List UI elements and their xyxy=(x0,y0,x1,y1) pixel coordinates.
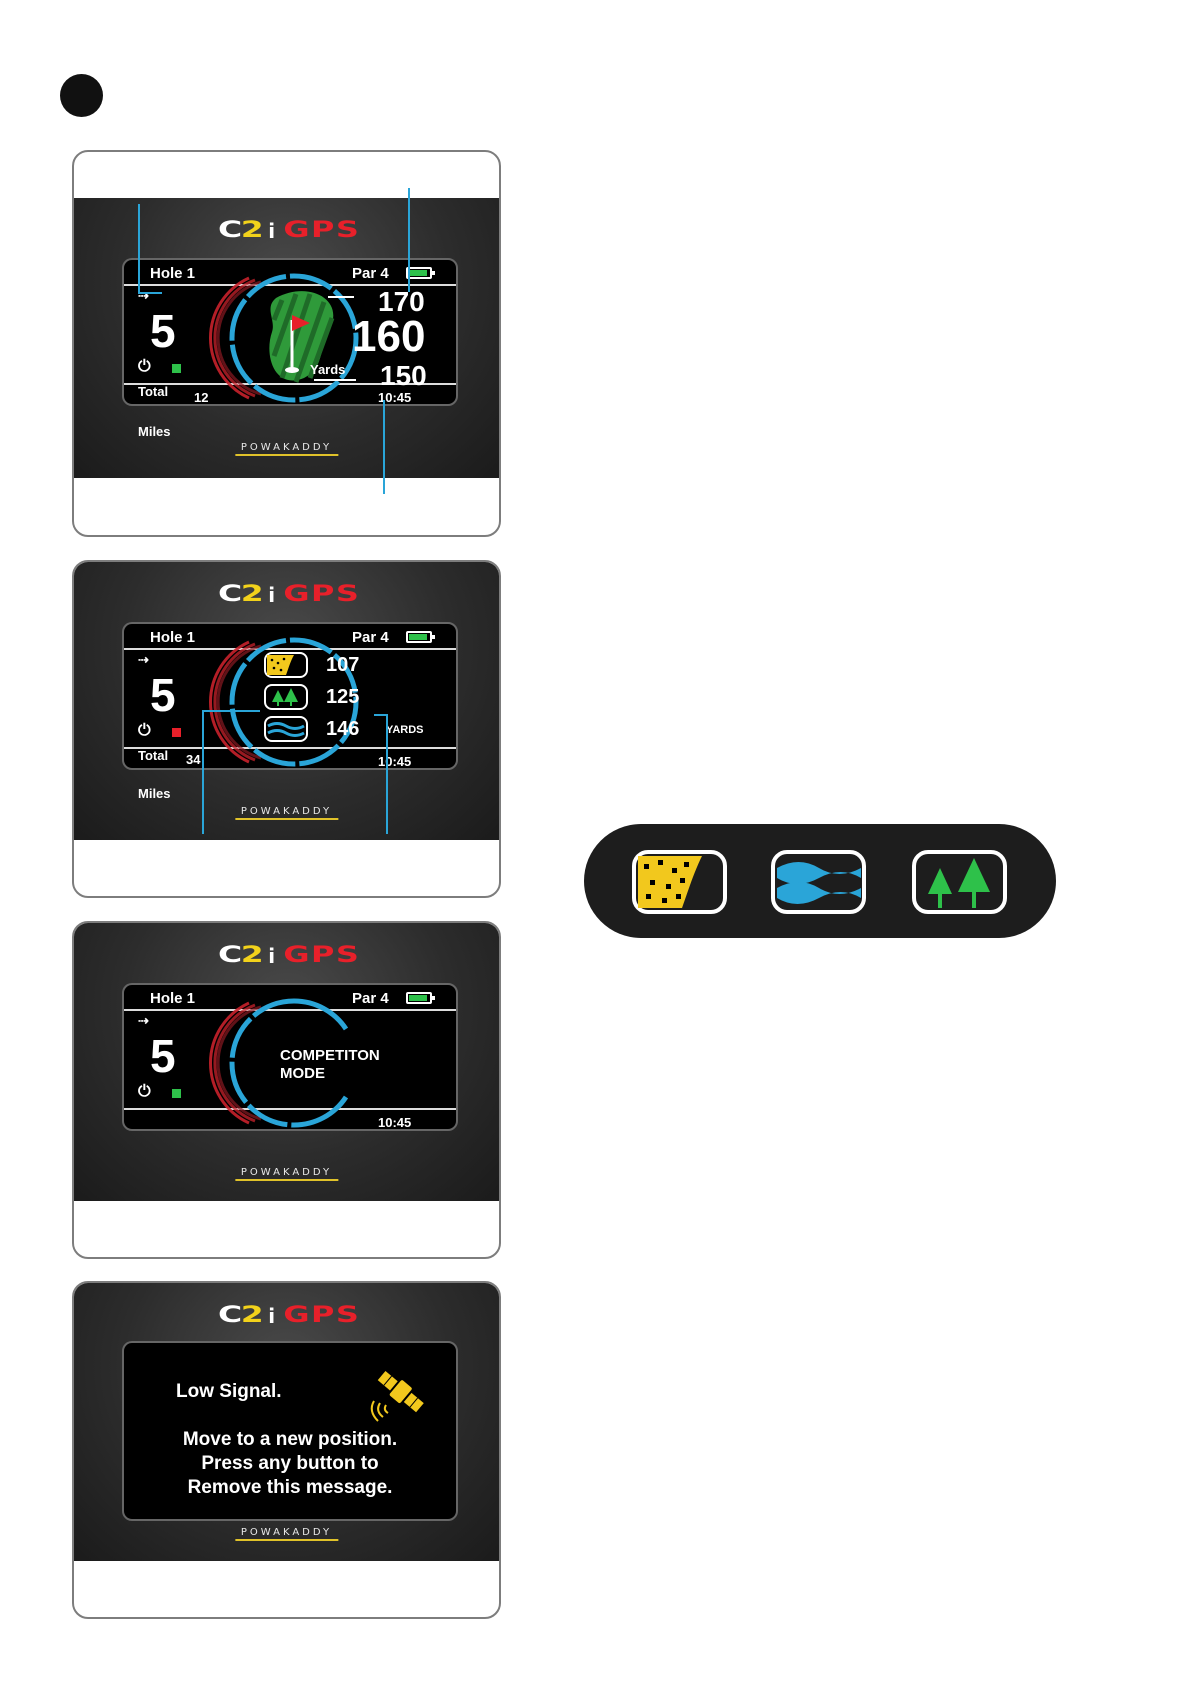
hazard-legend-panel xyxy=(584,824,1056,938)
battery-icon xyxy=(406,267,435,279)
miles-label: Miles xyxy=(138,786,171,801)
usb-icon: ⇢ xyxy=(138,1013,149,1028)
callout-line-trees xyxy=(202,710,260,712)
units-label: YARDS xyxy=(386,724,424,736)
distance-centre: 160 xyxy=(352,312,426,361)
screen-frame-hazards: C2 i GPS xyxy=(72,560,501,898)
low-signal-title: Low Signal. xyxy=(176,1381,282,1402)
bunker-icon xyxy=(264,652,308,678)
par-label: Par 4 xyxy=(352,990,389,1007)
message-line-3: Remove this message. xyxy=(187,1477,393,1498)
c2i-gps-logo: C2 i GPS xyxy=(217,1303,361,1328)
gauge-graphic xyxy=(209,273,359,403)
hole-label: Hole 1 xyxy=(150,990,196,1007)
device-housing: C2 i GPS xyxy=(74,562,499,840)
par-label: Par 4 xyxy=(352,265,389,282)
hazard-water-distance: 146 xyxy=(326,718,360,740)
battery-icon xyxy=(406,992,435,1004)
speed-setting: 5 xyxy=(150,305,176,357)
speed-setting: 5 xyxy=(150,669,176,721)
lcd-screen: Hole 1 Par 4 ⇢ 5 ⏻ COMPETITON MODE 10:45 xyxy=(122,983,458,1131)
distance-back: 170 xyxy=(378,286,425,317)
total-label: Total xyxy=(138,748,169,763)
speed-setting: 5 xyxy=(150,1030,176,1082)
status-light-green xyxy=(172,1089,181,1098)
gauge-graphic xyxy=(209,998,349,1128)
satellite-icon xyxy=(370,1370,424,1422)
trees-icon xyxy=(912,850,1007,914)
device-housing: C2 i GPS Hole 1 Par 4 ⇢ xyxy=(74,198,499,478)
mode-line-1: COMPETITON xyxy=(280,1047,380,1064)
top-divider xyxy=(124,284,456,286)
mode-line-2: MODE xyxy=(280,1065,325,1082)
miles-label: Miles xyxy=(138,424,171,439)
total-label: Total xyxy=(138,384,169,399)
callout-line-front xyxy=(383,400,385,494)
usb-icon: ⇢ xyxy=(138,652,149,667)
callout-line-hole xyxy=(138,204,140,294)
callout-line-trees-v xyxy=(202,710,204,834)
screen-frame-low-signal: C2 i GPS Low Signal. Move to a new posit… xyxy=(72,1281,501,1619)
c2i-gps-logo: C2 i GPS xyxy=(217,218,361,243)
total-miles-value: 34 xyxy=(186,752,201,767)
distance-front: 150 xyxy=(380,360,427,391)
clock: 10:45 xyxy=(378,754,412,769)
callout-line-back xyxy=(408,188,410,292)
device-housing: C2 i GPS Hole 1 Par 4 ⇢ 5 ⏻ COMPETITON M xyxy=(74,923,499,1201)
c2i-gps-logo: C2 i GPS xyxy=(217,582,361,607)
bunker-icon xyxy=(632,850,727,914)
clock: 10:45 xyxy=(378,1115,412,1130)
c2i-gps-logo: C2 i GPS xyxy=(217,943,361,968)
power-icon: ⏻ xyxy=(138,722,151,739)
trees-icon xyxy=(264,684,308,710)
hazard-bunker-distance: 107 xyxy=(326,654,360,676)
lcd-screen: Low Signal. Move to a new position. Pres… xyxy=(122,1341,458,1521)
hole-label: Hole 1 xyxy=(150,265,196,282)
power-icon: ⏻ xyxy=(138,358,151,375)
callout-line-distance xyxy=(374,714,386,716)
bottom-divider xyxy=(124,383,456,385)
usb-icon: ⇢ xyxy=(138,288,149,303)
callout-line-hole-h xyxy=(138,292,162,294)
section-marker-dot xyxy=(60,74,103,117)
lcd-screen: Hole 1 Par 4 ⇢ 5 ⏻ 170 160 Yards 150 Tot… xyxy=(122,258,458,406)
units-label: Yards xyxy=(310,362,346,377)
screen-frame-distances: C2 i GPS Hole 1 Par 4 ⇢ xyxy=(72,150,501,537)
message-line-2: Press any button to xyxy=(201,1453,379,1474)
gauge-graphic xyxy=(209,637,359,767)
message-line-1: Move to a new position. xyxy=(182,1429,398,1450)
device-housing: C2 i GPS Low Signal. Move to a new posit… xyxy=(74,1283,499,1561)
powakaddy-logo: POWAKADDY xyxy=(234,1167,339,1181)
water-icon xyxy=(264,716,308,742)
hazard-trees-distance: 125 xyxy=(326,686,360,708)
battery-icon xyxy=(406,631,435,643)
status-light-green xyxy=(172,364,181,373)
powakaddy-logo: POWAKADDY xyxy=(234,442,339,456)
lcd-screen: Hole 1 Par 4 ⇢ 5 ⏻ 107 125 146 YARDS Tot… xyxy=(122,622,458,770)
power-icon: ⏻ xyxy=(138,1083,151,1100)
hole-label: Hole 1 xyxy=(150,629,196,646)
clock: 10:45 xyxy=(378,390,412,405)
powakaddy-logo: POWAKADDY xyxy=(234,1527,339,1541)
callout-line-distance-v xyxy=(386,714,388,834)
total-miles-value: 12 xyxy=(194,390,209,405)
par-label: Par 4 xyxy=(352,629,389,646)
powakaddy-logo: POWAKADDY xyxy=(234,806,339,820)
status-light-red xyxy=(172,728,181,737)
screen-frame-competition: C2 i GPS Hole 1 Par 4 ⇢ 5 ⏻ COMPETITON M xyxy=(72,921,501,1259)
water-icon xyxy=(771,850,866,914)
